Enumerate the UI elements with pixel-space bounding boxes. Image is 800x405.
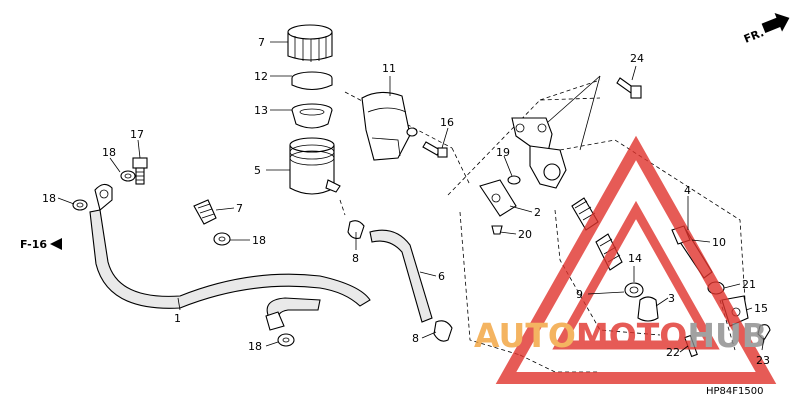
callout-18-d: 18	[248, 340, 262, 353]
callout-22: 22	[666, 346, 680, 359]
callout-10: 10	[712, 236, 726, 249]
bolt-24	[616, 77, 642, 99]
sealing-washer-mid	[213, 232, 231, 246]
callout-19: 19	[496, 146, 510, 159]
joint-2	[479, 179, 517, 217]
callout-1: 1	[174, 312, 181, 325]
callout-4: 4	[684, 184, 691, 197]
watermark-hub: HUB	[687, 316, 767, 355]
callout-3: 3	[668, 292, 675, 305]
nut-14	[624, 282, 644, 298]
callout-labels: 7 12 13 5 11 16 17 18 18 7 18 18 8 6 8 1…	[42, 36, 770, 367]
diagram-code: HP84F1500	[706, 386, 763, 397]
hose-fitting-mid	[193, 199, 217, 225]
watermark-triangle	[495, 135, 777, 384]
front-label: FR.	[742, 26, 766, 46]
boot-3	[637, 296, 659, 322]
callout-18-b: 18	[42, 192, 56, 205]
automotohub-watermark: AUTOMOTOHUB	[474, 135, 777, 384]
front-arrow-icon	[761, 13, 790, 33]
sealing-washer-bottom	[277, 333, 295, 347]
callout-11: 11	[382, 62, 396, 75]
front-direction-indicator: FR.	[742, 13, 790, 46]
brake-hose	[89, 209, 371, 331]
watermark-auto: AUTO	[474, 316, 576, 355]
banjo-bolt-17	[132, 157, 148, 185]
callout-17: 17	[130, 128, 144, 141]
callout-13: 13	[254, 104, 268, 117]
callout-7-b: 7	[236, 202, 243, 215]
watermark-text: AUTOMOTOHUB	[474, 316, 767, 355]
cotter-pin-23	[757, 324, 771, 341]
ref-label: F-16	[20, 238, 47, 251]
callout-12: 12	[254, 70, 268, 83]
screw-20	[491, 225, 503, 235]
callout-21: 21	[742, 278, 756, 291]
callout-14: 14	[628, 252, 642, 265]
callout-2: 2	[534, 206, 541, 219]
sealing-washer-left-upper	[120, 170, 136, 182]
callout-16: 16	[440, 116, 454, 129]
hose-fitting-left	[94, 183, 113, 211]
reservoir-cap	[287, 24, 333, 62]
master-cylinder-body	[511, 117, 567, 189]
bolt-16	[422, 141, 448, 158]
leader-lines	[57, 41, 765, 353]
ref-arrow-icon	[50, 238, 62, 250]
watermark-moto: MOTO	[576, 316, 687, 355]
callout-18-c: 18	[252, 234, 266, 247]
watermark-triangle-inner	[552, 200, 720, 350]
callout-5: 5	[254, 164, 261, 177]
reservoir-tank	[289, 137, 341, 195]
callout-23: 23	[756, 354, 770, 367]
hose-clip-upper	[347, 220, 365, 239]
callout-15: 15	[754, 302, 768, 315]
reference-f16: F-16	[20, 238, 62, 251]
reservoir-holder	[361, 91, 418, 161]
hose-clip-lower	[433, 320, 453, 342]
diaphragm-plate	[291, 71, 333, 91]
callout-24: 24	[630, 52, 644, 65]
callout-9: 9	[576, 288, 583, 301]
reservoir-hose	[369, 229, 433, 323]
o-ring-19	[507, 175, 521, 185]
callout-8-a: 8	[352, 252, 359, 265]
callout-6: 6	[438, 270, 445, 283]
callout-20: 20	[518, 228, 532, 241]
diaphragm	[291, 103, 333, 129]
callout-7: 7	[258, 36, 265, 49]
callout-18-a: 18	[102, 146, 116, 159]
sealing-washer-left-lower	[72, 199, 88, 211]
callout-8-b: 8	[412, 332, 419, 345]
